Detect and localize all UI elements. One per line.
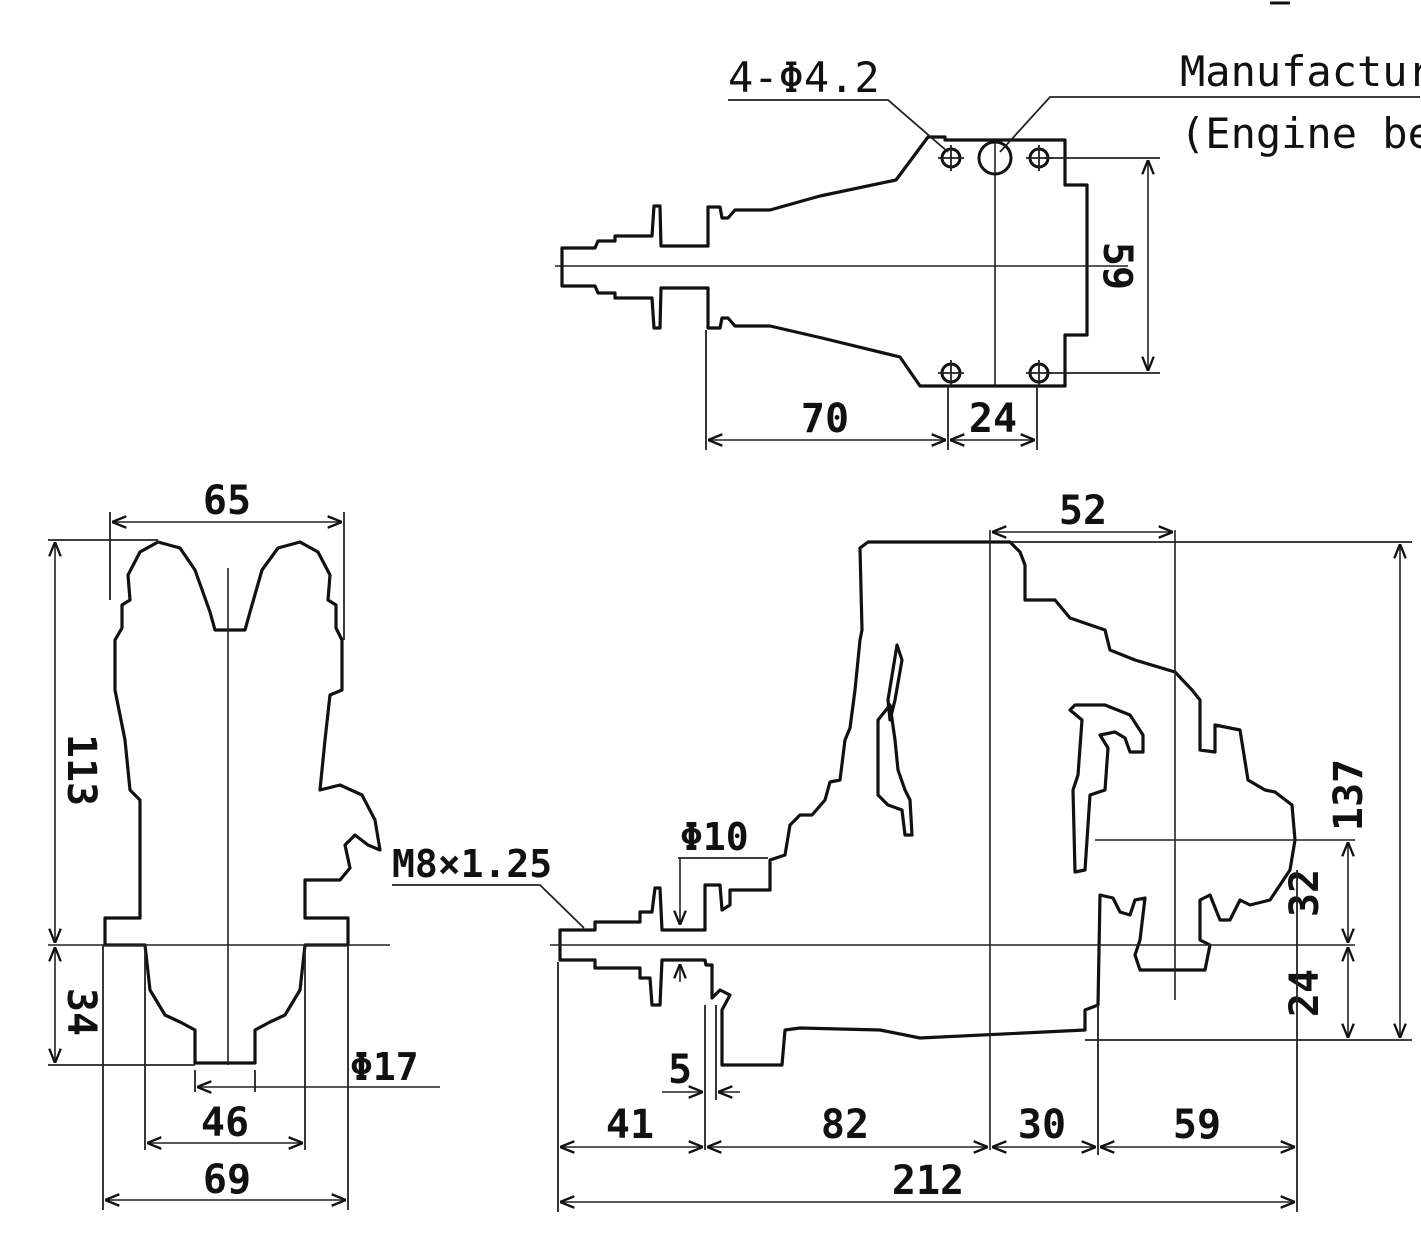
dim-82: 82 [821,1102,869,1148]
holes-label: 4-Φ4.2 [728,53,880,102]
dim-32: 32 [1282,869,1328,917]
dim-24-top: 24 [969,396,1017,442]
hub-dia-label: Φ17 [350,1045,419,1089]
manufacturer-label-line2: (Engine be [1180,109,1421,158]
dim-30: 30 [1018,1102,1066,1148]
top-view: 4-Φ4.2 Manufactur (Engine be 59 70 24 [555,47,1421,450]
holes-leader [728,99,949,153]
dim-46: 46 [201,1100,249,1146]
top-view-outline [560,135,1089,388]
dim-59-side: 59 [1173,1102,1221,1148]
front-view-outline [103,540,382,1065]
carburetor-shape [1068,703,1145,874]
shaft-dia-label: Φ10 [680,815,749,859]
dim-113: 113 [58,734,104,806]
dim-65: 65 [203,478,251,524]
dim-52: 52 [1059,488,1107,534]
dim-212: 212 [892,1158,964,1204]
dim-24-side: 24 [1282,969,1328,1017]
needle-valve-shape [876,643,914,837]
thread-label: M8×1.25 [392,842,552,886]
front-view: 65 113 34 46 69 Φ17 [48,478,440,1210]
side-view: 52 137 32 24 M8×1.25 Φ10 5 41 [392,488,1412,1212]
side-view-outline [558,540,1297,1067]
dim-41: 41 [606,1102,654,1148]
dim-59-top: 59 [1094,242,1140,290]
dim-34-front: 34 [58,988,104,1036]
dim-137: 137 [1326,759,1372,831]
dim-5: 5 [668,1047,692,1093]
manufacturer-label-line1: Manufactur [1180,47,1421,96]
dim-70: 70 [801,396,849,442]
manufacturer-leader [999,96,1420,153]
thread-leader [392,884,585,929]
crankshaft-circle [977,140,1013,176]
dim-69: 69 [203,1157,251,1203]
